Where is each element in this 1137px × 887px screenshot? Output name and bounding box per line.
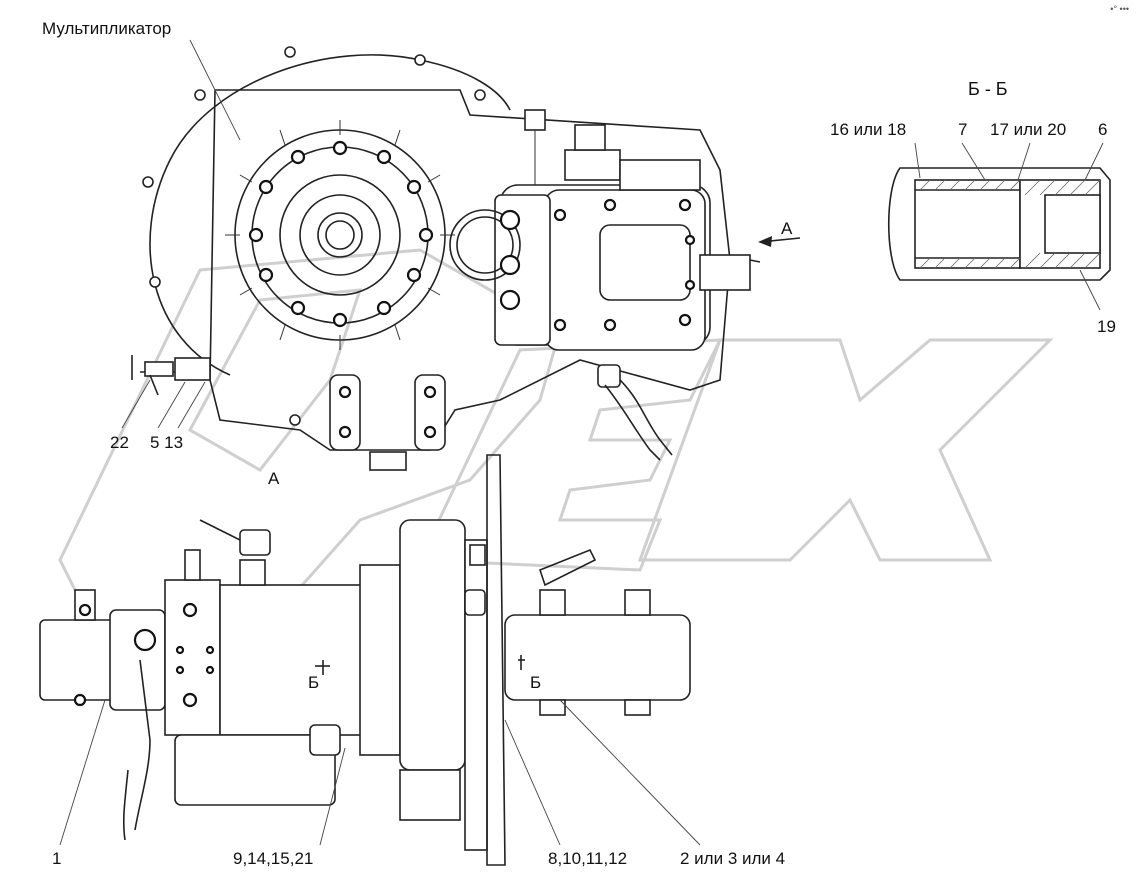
cut-b-right: Б: [530, 673, 542, 692]
hydraulic-pump-top: [449, 109, 761, 461]
label-5-13: 5 13: [150, 433, 184, 452]
section-b-b: [887, 142, 1111, 311]
label-19: 19: [1097, 317, 1116, 336]
flange-bolts: [248, 140, 434, 328]
section-title: Б - Б: [968, 79, 1008, 99]
label-8-10-11-12: 8,10,11,12: [548, 849, 628, 868]
side-view-assembly: [39, 454, 691, 866]
view-arrow-a: [758, 236, 801, 247]
view-arrow-label: А: [781, 219, 793, 238]
label-22: 22: [110, 433, 129, 452]
corner-mark: •° •••: [1110, 4, 1129, 14]
view-a-label: А: [268, 469, 280, 488]
label-6: 6: [1098, 120, 1108, 139]
label-9-14-15-21: 9,14,15,21: [233, 849, 314, 868]
label-17-or-20: 17 или 20: [990, 120, 1067, 139]
cut-b-left: Б: [308, 673, 320, 692]
label-2-or-3-or-4: 2 или 3 или 4: [680, 849, 786, 868]
label-1: 1: [52, 849, 62, 868]
label-7: 7: [958, 120, 968, 139]
multiplier-title: Мультипликатор: [42, 19, 172, 38]
multiplier-housing: [131, 46, 731, 471]
leaders-top: [121, 39, 241, 429]
leaders-bottom: [59, 699, 701, 846]
label-16-or-18: 16 или 18: [830, 120, 907, 139]
